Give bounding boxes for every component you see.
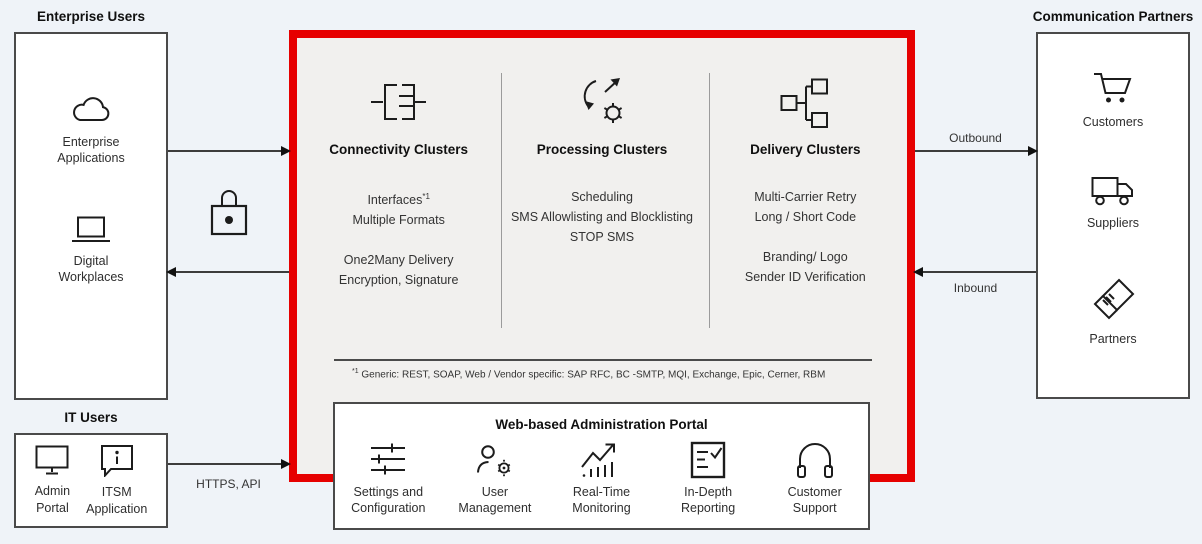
cluster-divider-1	[501, 73, 502, 328]
settings-configuration-item: Settings and Configuration	[335, 442, 442, 516]
footnote-ref: *1	[422, 192, 430, 201]
processing-cluster: Processing Clusters Scheduling SMS Allow…	[500, 38, 703, 290]
cart-icon	[1092, 70, 1134, 105]
chat-info-icon	[100, 444, 134, 478]
it-users-title: IT Users	[64, 410, 118, 425]
enterprise-applications-label: Enterprise Applications	[57, 134, 125, 165]
customers-label: Customers	[1082, 115, 1144, 130]
report-icon	[690, 441, 726, 479]
partners-label: Partners	[1089, 331, 1137, 346]
connectivity-cluster-title: Connectivity Clusters	[329, 142, 469, 157]
suppliers-node: Suppliers	[1087, 174, 1139, 231]
outbound-label: Outbound	[949, 131, 1002, 145]
cloud-icon	[68, 95, 114, 125]
customers-node: Customers	[1083, 70, 1143, 130]
digital-workplaces-label: Digital Workplaces	[58, 254, 124, 285]
outbound-arrow	[915, 146, 1038, 156]
user-gear-icon	[475, 442, 515, 478]
cluster-divider-2	[709, 73, 710, 328]
suppliers-label: Suppliers	[1086, 216, 1140, 231]
inbound-label: Inbound	[953, 281, 998, 295]
enterprise-users-box: Enterprise Applications Digital Workplac…	[14, 32, 168, 400]
enterprise-to-platform-arrow	[168, 146, 291, 156]
user-management-item: User Management	[442, 442, 549, 516]
real-time-monitoring-item: Real-Time Monitoring	[548, 442, 655, 516]
connectivity-cluster-lines: Interfaces*1 Multiple Formats One2Many D…	[338, 192, 459, 288]
enterprise-applications-node: Enterprise Applications	[57, 95, 125, 167]
delivery-cluster-title: Delivery Clusters	[750, 142, 861, 157]
admin-portal-box: Web-based Administration Portal Settings…	[333, 402, 870, 530]
processing-icon	[500, 70, 703, 134]
itsm-application-node: ITSM Application	[86, 444, 147, 517]
monitor-icon	[35, 445, 69, 476]
lock-icon	[206, 184, 252, 238]
processing-cluster-title: Processing Clusters	[536, 142, 668, 157]
delivery-cluster-lines: Multi-Carrier Retry Long / Short Code Br…	[744, 190, 866, 284]
delivery-icon	[704, 70, 907, 134]
partners-node: Partners	[1089, 276, 1137, 347]
truck-icon	[1091, 174, 1135, 206]
communication-partners-title: Communication Partners	[1032, 9, 1194, 24]
customer-support-label: Customer Support	[787, 485, 842, 515]
customer-support-item: Customer Support	[761, 442, 868, 516]
settings-configuration-label: Settings and Configuration	[351, 485, 426, 515]
inbound-arrow	[913, 267, 1036, 277]
itsm-application-label: ITSM Application	[86, 485, 148, 516]
admin-portal-node: Admin Portal	[35, 445, 70, 516]
connectivity-icon	[297, 70, 500, 134]
sliders-icon	[368, 442, 408, 478]
admin-portal-title: Web-based Administration Portal	[495, 417, 708, 432]
communication-partners-box: Customers Suppliers	[1036, 32, 1190, 399]
monitoring-icon	[580, 442, 622, 478]
platform-to-enterprise-arrow	[166, 267, 289, 277]
in-depth-reporting-label: In-Depth Reporting	[680, 485, 736, 515]
footnote-separator	[334, 359, 872, 361]
laptop-icon	[69, 216, 113, 244]
headset-icon	[795, 442, 835, 478]
it-to-platform-arrow	[168, 459, 291, 469]
admin-portal-items: Settings and Configuration	[335, 441, 868, 516]
user-management-label: User Management	[458, 485, 532, 515]
https-api-label: HTTPS, API	[196, 477, 261, 491]
processing-cluster-lines: Scheduling SMS Allowlisting and Blocklis…	[510, 190, 693, 244]
admin-portal-label: Admin Portal	[34, 484, 71, 515]
real-time-monitoring-label: Real-Time Monitoring	[572, 485, 631, 515]
digital-workplaces-node: Digital Workplaces	[58, 216, 124, 286]
handshake-icon	[1090, 276, 1136, 322]
footnote-text: *1 Generic: REST, SOAP, Web / Vendor spe…	[352, 368, 826, 381]
delivery-cluster: Delivery Clusters Multi-Carrier Retry Lo…	[704, 38, 907, 290]
enterprise-users-title: Enterprise Users	[36, 9, 146, 24]
in-depth-reporting-item: In-Depth Reporting	[655, 441, 762, 516]
clusters-row: Connectivity Clusters Interfaces*1 Multi…	[297, 38, 907, 290]
it-users-box: Admin Portal ITSM Application	[14, 433, 168, 528]
connectivity-cluster: Connectivity Clusters Interfaces*1 Multi…	[297, 38, 500, 290]
